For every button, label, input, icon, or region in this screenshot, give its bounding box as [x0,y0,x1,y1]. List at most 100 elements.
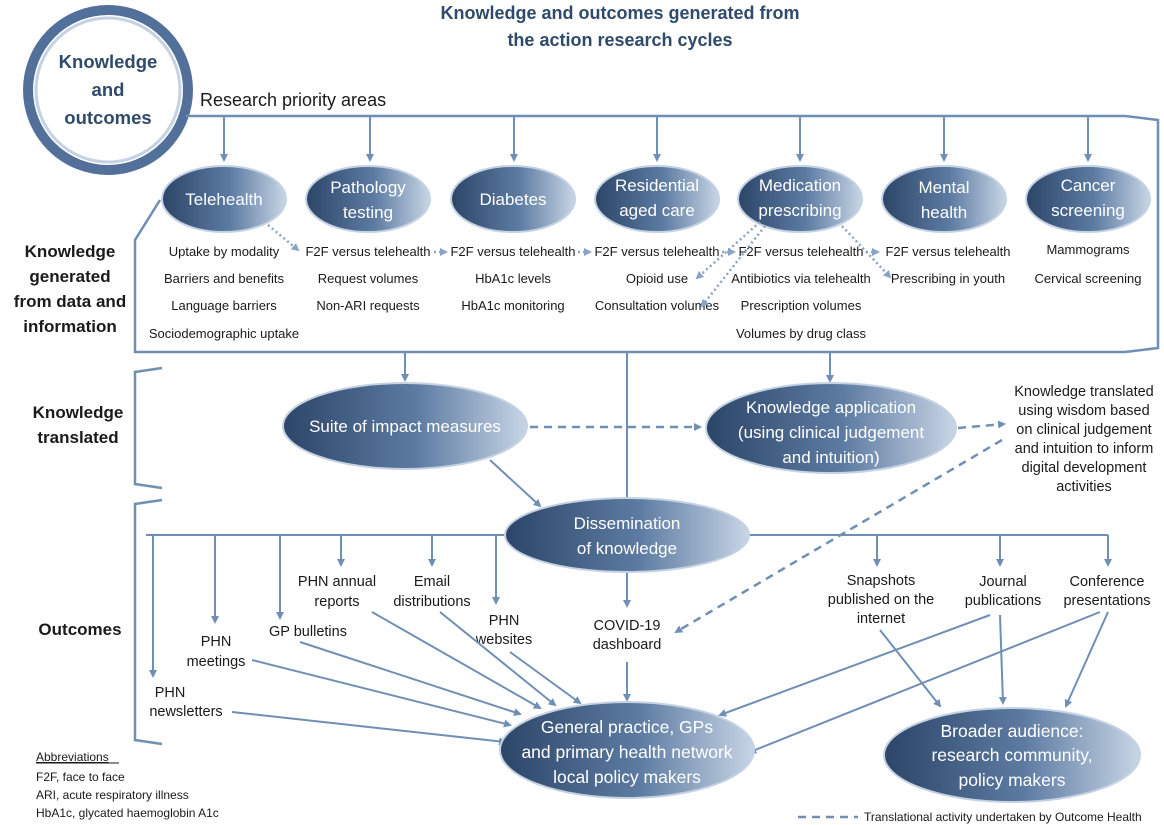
svg-text:and intuition): and intuition) [782,448,879,467]
svg-text:Pathology: Pathology [330,178,406,197]
svg-text:local policy makers: local policy makers [553,767,701,787]
knowledge-outcomes-ring [23,5,193,175]
svg-text:reports: reports [314,594,359,610]
side-label-knowledge-translated: Knowledge translated [33,403,124,447]
svg-text:Mental: Mental [918,178,969,197]
svg-text:F2F, face to face: F2F, face to face [36,770,125,784]
svg-text:meetings: meetings [187,654,246,670]
svg-text:Consultation volumes: Consultation volumes [595,298,720,313]
svg-text:Mammograms: Mammograms [1046,242,1130,257]
svg-text:Residential: Residential [615,176,699,195]
svg-text:from data and: from data and [14,292,126,311]
svg-text:(using clinical judgement: (using clinical judgement [738,423,924,442]
audience-oval-broad: Broader audience: research community, po… [883,707,1141,803]
svg-text:ARI, acute respiratory illness: ARI, acute respiratory illness [36,788,189,802]
top-brace [133,114,1160,354]
area-oval-medication: Medication prescribing [737,165,863,233]
svg-text:Opioid use: Opioid use [626,271,688,286]
area-drops [220,116,1092,162]
svg-text:research community,: research community, [931,745,1092,765]
svg-text:publications: publications [965,593,1042,609]
svg-text:PHN: PHN [489,613,520,629]
diagram-title-line-2: the action research cycles [507,30,732,50]
svg-text:Uptake by modality: Uptake by modality [169,244,280,259]
side-label-knowledge-generated: Knowledge generated from data and inform… [14,242,126,336]
svg-text:F2F versus telehealth: F2F versus telehealth [885,244,1010,259]
svg-text:digital development: digital development [1022,460,1147,476]
svg-text:of knowledge: of knowledge [577,539,677,558]
svg-text:health: health [921,203,967,222]
impact-measures-oval: Suite of impact measures [282,382,528,470]
svg-text:Dissemination: Dissemination [574,514,681,533]
svg-text:Antibiotics via telehealth: Antibiotics via telehealth [731,271,870,286]
audience-oval-gp: General practice, GPs and primary health… [499,701,755,799]
svg-text:published on the: published on the [828,592,934,608]
svg-text:websites: websites [475,632,532,648]
svg-text:internet: internet [857,611,905,627]
svg-text:information: information [23,317,117,336]
svg-text:Email: Email [414,574,450,590]
circle-label-line-1: Knowledge [59,51,158,72]
svg-text:Knowledge: Knowledge [33,403,124,422]
svg-text:General practice, GPs: General practice, GPs [541,717,713,737]
svg-text:Abbreviations: Abbreviations [36,750,109,764]
svg-text:Request volumes: Request volumes [318,271,419,286]
svg-text:distributions: distributions [393,594,470,610]
channel-labels: PHN newsletters PHN meetings GP bulletin… [149,573,1150,720]
area-oval-pathology: Pathology testing [305,165,431,233]
svg-text:screening: screening [1051,201,1125,220]
svg-text:PHN: PHN [155,685,186,701]
legend: Translational activity undertaken by Out… [798,810,1142,824]
svg-text:Suite of impact measures: Suite of impact measures [309,417,501,436]
svg-text:Prescription volumes: Prescription volumes [741,298,862,313]
svg-text:Cancer: Cancer [1061,176,1116,195]
svg-text:Conference: Conference [1070,574,1145,590]
svg-text:aged care: aged care [619,201,695,220]
area-oval-diabetes: Diabetes [450,165,576,233]
svg-text:policy makers: policy makers [959,770,1066,790]
side-label-outcomes: Outcomes [38,620,121,639]
svg-text:translated: translated [37,428,118,447]
circle-label-line-3: outcomes [64,107,151,128]
svg-text:F2F versus telehealth: F2F versus telehealth [738,244,863,259]
outcomes-bracket [133,498,163,746]
area-oval-mental: Mental health [881,165,1007,233]
circle-label-line-2: and [92,79,125,100]
svg-text:COVID-19: COVID-19 [594,618,661,634]
svg-text:Prescribing in youth: Prescribing in youth [891,271,1005,286]
area-oval-telehealth: Telehealth [161,165,287,233]
svg-text:Knowledge: Knowledge [25,242,116,261]
svg-text:Knowledge application: Knowledge application [746,398,916,417]
svg-text:Translational activity underta: Translational activity undertaken by Out… [864,810,1142,824]
svg-text:activities: activities [1056,479,1112,495]
svg-text:F2F versus telehealth: F2F versus telehealth [450,244,575,259]
svg-text:Barriers and benefits: Barriers and benefits [164,271,284,286]
svg-text:newsletters: newsletters [149,704,222,720]
area-items: Uptake by modality Barriers and benefits… [149,242,1142,341]
svg-text:presentations: presentations [1063,593,1150,609]
svg-text:Snapshots: Snapshots [847,573,916,589]
svg-text:Knowledge translated: Knowledge translated [1014,384,1153,400]
svg-text:generated: generated [29,267,110,286]
svg-text:prescribing: prescribing [758,201,841,220]
svg-text:PHN annual: PHN annual [298,574,376,590]
svg-text:using wisdom based: using wisdom based [1018,403,1149,419]
svg-text:PHN: PHN [201,634,232,650]
diagram-title-line-1: Knowledge and outcomes generated from [440,3,799,23]
dotted-connectors [267,221,892,308]
svg-text:F2F versus telehealth: F2F versus telehealth [305,244,430,259]
svg-text:Language barriers: Language barriers [171,298,277,313]
svg-text:Diabetes: Diabetes [479,190,546,209]
svg-text:Non-ARI requests: Non-ARI requests [316,298,420,313]
svg-text:Broader audience:: Broader audience: [940,721,1083,741]
area-oval-cancer: Cancer screening [1025,165,1151,233]
translated-arrows [401,352,834,514]
svg-text:F2F versus telehealth: F2F versus telehealth [594,244,719,259]
dissemination-oval: Dissemination of knowledge [504,497,750,573]
svg-text:and intuition to inform: and intuition to inform [1015,441,1154,457]
audience-arrows [231,611,1109,754]
research-priority-label: Research priority areas [200,90,386,110]
abbreviations: Abbreviations F2F, face to face ARI, acu… [36,750,219,820]
svg-text:HbA1c levels: HbA1c levels [475,271,551,286]
